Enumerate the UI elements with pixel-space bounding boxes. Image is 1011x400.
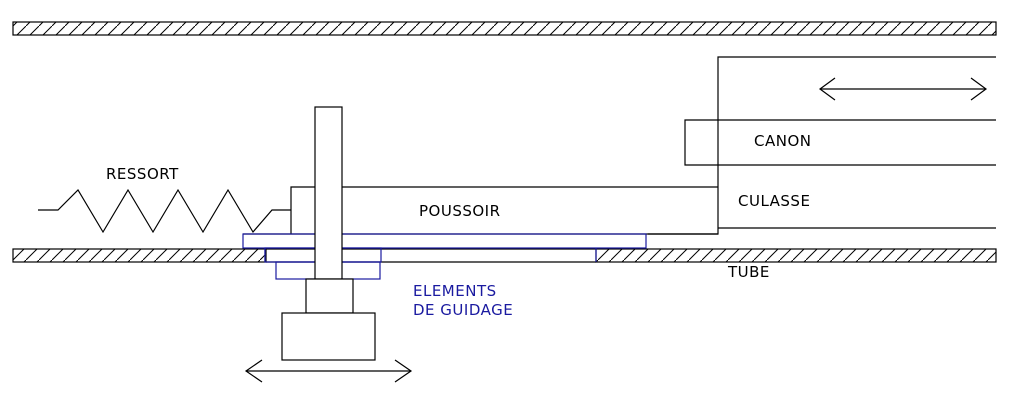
label-pusher: POUSSOIR [419, 202, 501, 220]
label-guides-line2: DE GUIDAGE [413, 301, 513, 319]
tube-bottom-wall [12, 248, 997, 263]
guide-elements [242, 233, 647, 280]
breech-motion-arrow [818, 77, 988, 101]
label-breech: CULASSE [738, 192, 810, 210]
barrel [684, 119, 996, 166]
actuator-rod [314, 106, 343, 280]
label-tube: TUBE [727, 263, 770, 281]
label-barrel: CANON [754, 132, 811, 150]
handle-motion-arrow [244, 359, 413, 383]
spring [38, 188, 291, 234]
label-spring: RESSORT [106, 165, 179, 183]
actuator-handle [281, 278, 376, 361]
label-guides-line1: ELEMENTS [413, 282, 497, 300]
tube-top-wall [12, 21, 997, 36]
breech-block [648, 56, 996, 235]
